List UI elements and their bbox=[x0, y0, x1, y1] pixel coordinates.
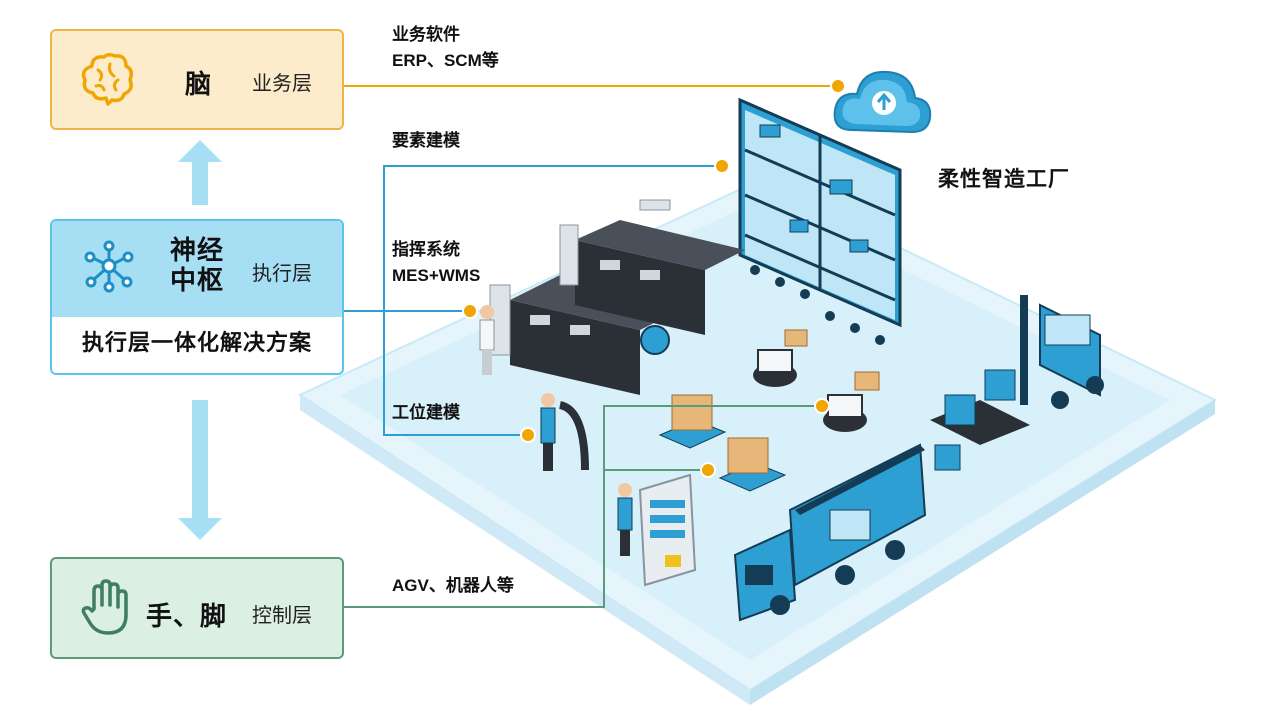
factory-floor-edge bbox=[300, 395, 750, 705]
execution-layer-header bbox=[52, 221, 342, 317]
business-layer-name: 脑 bbox=[185, 69, 213, 99]
storage-shelf bbox=[738, 97, 902, 345]
mes-wms-text: MES+WMS bbox=[392, 266, 481, 285]
business-software-label: 业务软件 ERP、SCM等 bbox=[392, 22, 499, 74]
truck bbox=[733, 443, 927, 622]
worker bbox=[617, 483, 633, 556]
worker bbox=[540, 393, 589, 471]
cloud-upload-icon bbox=[833, 70, 932, 134]
execution-layer-box: 神经 中枢 执行层 执行层一体化解决方案 bbox=[50, 219, 344, 375]
forklift bbox=[1020, 295, 1104, 409]
command-system-text: 指挥系统 bbox=[392, 240, 460, 259]
execution-layer-sub: 执行层 bbox=[252, 263, 312, 285]
execution-layer-name-line2: 中枢 bbox=[170, 265, 225, 295]
arrow-up-icon bbox=[178, 140, 222, 205]
station-modeling-label: 工位建模 bbox=[392, 403, 460, 422]
control-layer-name: 手、脚 bbox=[146, 601, 228, 631]
cart-with-boxes bbox=[658, 394, 787, 492]
hand-icon bbox=[81, 579, 128, 635]
server-cabinet bbox=[638, 473, 697, 587]
business-layer-box: 脑 业务层 bbox=[50, 29, 344, 130]
business-connector bbox=[344, 78, 846, 94]
control-layer-box: 手、脚 控制层 bbox=[50, 557, 344, 659]
erp-scm-text: ERP、SCM等 bbox=[392, 51, 499, 70]
factory-title: 柔性智造工厂 bbox=[938, 168, 1070, 191]
arrow-down-icon bbox=[178, 400, 222, 540]
execution-layer-name-line1: 神经 bbox=[170, 235, 225, 265]
brain-icon bbox=[81, 52, 134, 106]
execution-layer-name: 神经 中枢 bbox=[170, 235, 224, 295]
command-system-label: 指挥系统 MES+WMS bbox=[392, 237, 480, 289]
worker bbox=[479, 305, 495, 375]
agv-robot-label: AGV、机器人等 bbox=[392, 576, 514, 595]
network-icon bbox=[84, 240, 134, 293]
business-software-text: 业务软件 bbox=[392, 25, 460, 44]
business-layer-sub: 业务层 bbox=[252, 73, 312, 95]
production-line bbox=[489, 199, 745, 395]
execution-solution-title: 执行层一体化解决方案 bbox=[81, 330, 312, 355]
control-layer-sub: 控制层 bbox=[252, 605, 312, 627]
agv-robot bbox=[823, 371, 880, 432]
pallet-boxes bbox=[930, 369, 1030, 471]
execution-connector bbox=[344, 158, 730, 443]
control-connector bbox=[344, 398, 830, 608]
element-modeling-label: 要素建模 bbox=[392, 131, 460, 150]
agv-robot bbox=[753, 329, 808, 387]
